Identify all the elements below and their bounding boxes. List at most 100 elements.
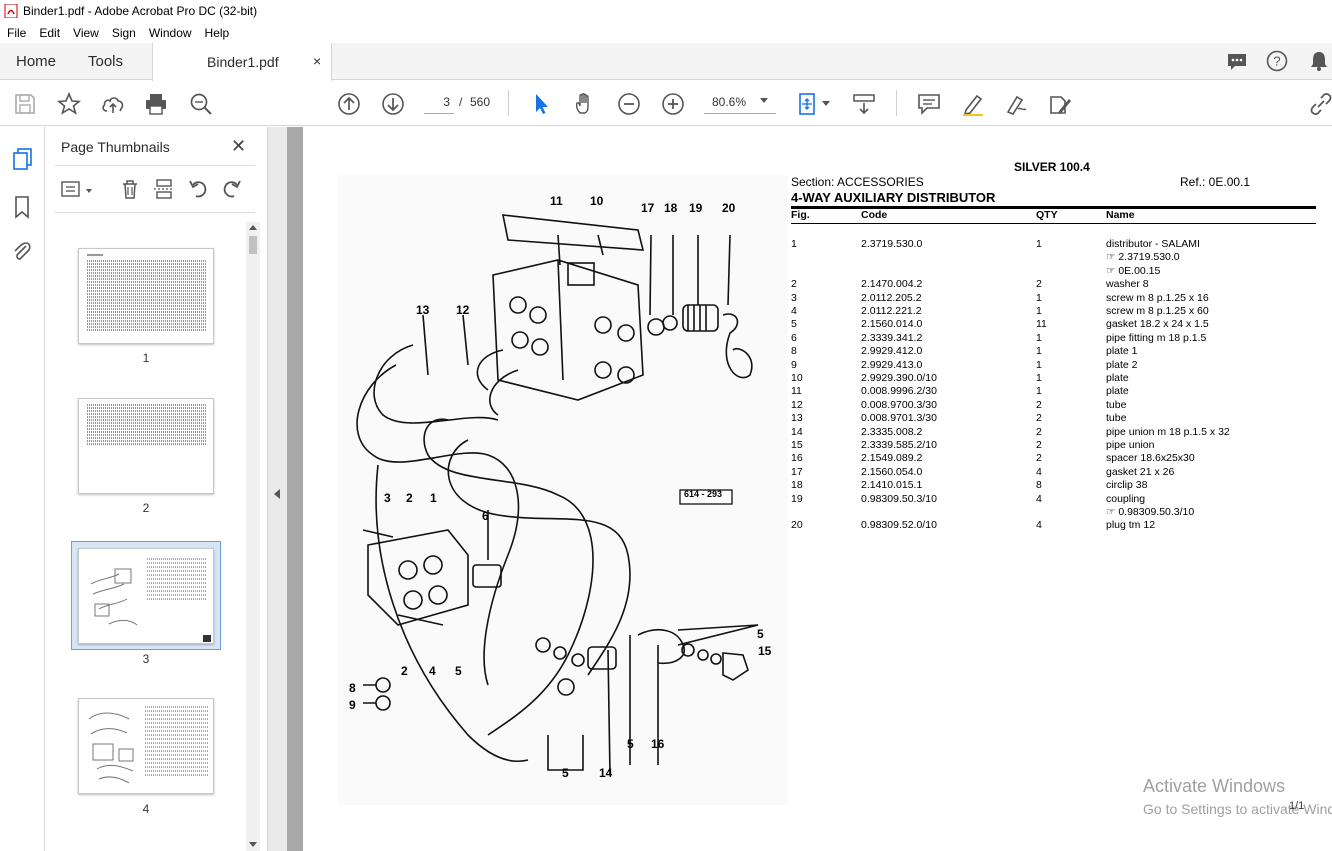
thumbnail-label-3: 3 — [142, 652, 150, 666]
document-gutter — [287, 127, 303, 851]
menu-sign[interactable]: Sign — [111, 25, 136, 40]
scroll-up-arrow-icon[interactable] — [249, 225, 257, 230]
callout-15: 15 — [758, 644, 772, 658]
page-separator: / — [459, 95, 463, 109]
page-thumbnail-4[interactable] — [78, 698, 214, 794]
model-header: SILVER 100.4 — [1014, 160, 1090, 174]
menu-edit[interactable]: Edit — [39, 25, 61, 40]
rotate-clockwise-icon[interactable] — [221, 178, 243, 200]
acrobat-pdf-icon — [4, 4, 18, 18]
callout-5a: 5 — [455, 664, 462, 678]
thumbnails-scrollbar[interactable] — [246, 222, 260, 851]
zoom-level-select[interactable]: 80.6% — [704, 90, 776, 114]
edit-pdf-icon[interactable] — [1047, 91, 1073, 117]
zoom-in-icon[interactable] — [660, 91, 686, 117]
rotate-counterclockwise-icon[interactable] — [187, 178, 209, 200]
zoom-search-icon[interactable] — [188, 91, 214, 117]
share-link-icon[interactable] — [1308, 91, 1332, 117]
delete-page-icon[interactable] — [119, 178, 141, 200]
page-count-label: 1/1 — [1289, 800, 1305, 812]
print-icon[interactable] — [143, 91, 169, 117]
heading-rule — [791, 206, 1316, 209]
zoom-out-icon[interactable] — [616, 91, 642, 117]
exploded-parts-drawing — [338, 175, 788, 805]
highlight-pen-icon[interactable] — [960, 91, 986, 117]
menu-help[interactable]: Help — [204, 25, 230, 40]
tab-home[interactable]: Home — [16, 53, 57, 70]
page-3-preview — [90, 558, 211, 642]
callout-12: 12 — [456, 303, 470, 317]
activate-windows-title: Activate Windows — [1143, 776, 1286, 796]
callout-14: 14 — [599, 766, 613, 780]
activate-windows-subtitle: Go to Settings to activate Windows. — [1143, 801, 1332, 817]
menu-file[interactable]: File — [7, 25, 27, 40]
page-number-input[interactable]: 3 — [424, 90, 454, 114]
select-cursor-icon[interactable] — [528, 91, 554, 117]
toolbar-divider — [508, 90, 509, 116]
comment-icon[interactable] — [1226, 51, 1248, 73]
attachments-paperclip-icon[interactable] — [11, 239, 33, 263]
page-heading: 4-WAY AUXILIARY DISTRIBUTOR — [791, 190, 996, 205]
tab-bar: Home Tools Binder1.pdf × ? — [0, 43, 1332, 81]
callout-18: 18 — [664, 201, 678, 215]
options-caret-icon[interactable] — [86, 189, 92, 193]
collapse-arrow-icon[interactable] — [274, 489, 280, 499]
callout-13: 13 — [416, 303, 430, 317]
tab-document[interactable]: Binder1.pdf × — [152, 43, 332, 81]
tab-tools[interactable]: Tools — [88, 53, 124, 70]
page-thumbnail-1[interactable] — [78, 248, 214, 344]
close-tab-button[interactable]: × — [313, 53, 322, 69]
add-comment-icon[interactable] — [916, 91, 942, 117]
bookmark-star-icon[interactable] — [56, 91, 82, 117]
callout-19: 19 — [689, 201, 703, 215]
callout-2b: 2 — [401, 664, 408, 678]
page-thumbnail-2[interactable] — [78, 398, 214, 494]
extract-pages-icon[interactable] — [153, 178, 175, 200]
panel-toolbar — [55, 165, 255, 213]
col-fig: Fig. — [791, 209, 810, 221]
fit-page-caret-icon[interactable] — [822, 101, 830, 106]
help-icon[interactable]: ? — [1266, 50, 1288, 72]
header-rule — [791, 223, 1316, 224]
zoom-dropdown-caret-icon[interactable] — [760, 98, 768, 103]
callout-2: 2 — [406, 491, 413, 505]
toolbar-divider — [896, 90, 897, 116]
page-thumbnail-3[interactable] — [78, 548, 214, 644]
notifications-bell-icon[interactable] — [1308, 50, 1330, 72]
thumbnails-panel: Page Thumbnails ✕ 1 2 — [45, 127, 267, 851]
callout-3: 3 — [384, 491, 391, 505]
callout-9: 9 — [349, 698, 356, 712]
callout-5c: 5 — [627, 737, 634, 751]
bookmarks-icon[interactable] — [13, 195, 31, 219]
next-page-icon[interactable] — [380, 91, 406, 117]
scroll-mode-icon[interactable] — [851, 91, 877, 117]
save-icon[interactable] — [12, 91, 38, 117]
callout-8: 8 — [349, 681, 356, 695]
thumbnail-label-4: 4 — [142, 802, 150, 816]
left-navigation-rail — [0, 127, 45, 851]
close-panel-button[interactable]: ✕ — [231, 136, 247, 156]
tab-document-label: Binder1.pdf — [207, 54, 279, 70]
callout-5b: 5 — [757, 627, 764, 641]
upload-cloud-icon[interactable] — [100, 91, 126, 117]
collapse-panel-handle[interactable] — [267, 127, 287, 851]
previous-page-icon[interactable] — [336, 91, 362, 117]
menu-window[interactable]: Window — [148, 25, 192, 40]
main-toolbar — [0, 81, 1332, 126]
scrollbar-thumb[interactable] — [249, 236, 257, 254]
thumbnail-label-2: 2 — [142, 501, 150, 515]
scroll-down-arrow-icon[interactable] — [249, 842, 257, 847]
callout-11: 11 — [550, 194, 563, 208]
fit-page-icon[interactable] — [796, 91, 822, 117]
draw-sign-icon[interactable] — [1003, 91, 1029, 117]
total-pages: 560 — [470, 95, 491, 109]
title-bar: Binder1.pdf - Adobe Acrobat Pro DC (32-b… — [0, 0, 1332, 22]
page-2-preview — [87, 404, 207, 445]
menu-bar: File Edit View Sign Window Help — [0, 22, 1332, 43]
thumbnail-options-icon[interactable] — [61, 180, 83, 200]
page-4-preview — [88, 706, 209, 784]
hand-tool-icon[interactable] — [572, 91, 598, 117]
menu-view[interactable]: View — [73, 25, 99, 40]
page-1-preview — [87, 254, 207, 331]
page-thumbnails-icon[interactable] — [12, 147, 34, 171]
